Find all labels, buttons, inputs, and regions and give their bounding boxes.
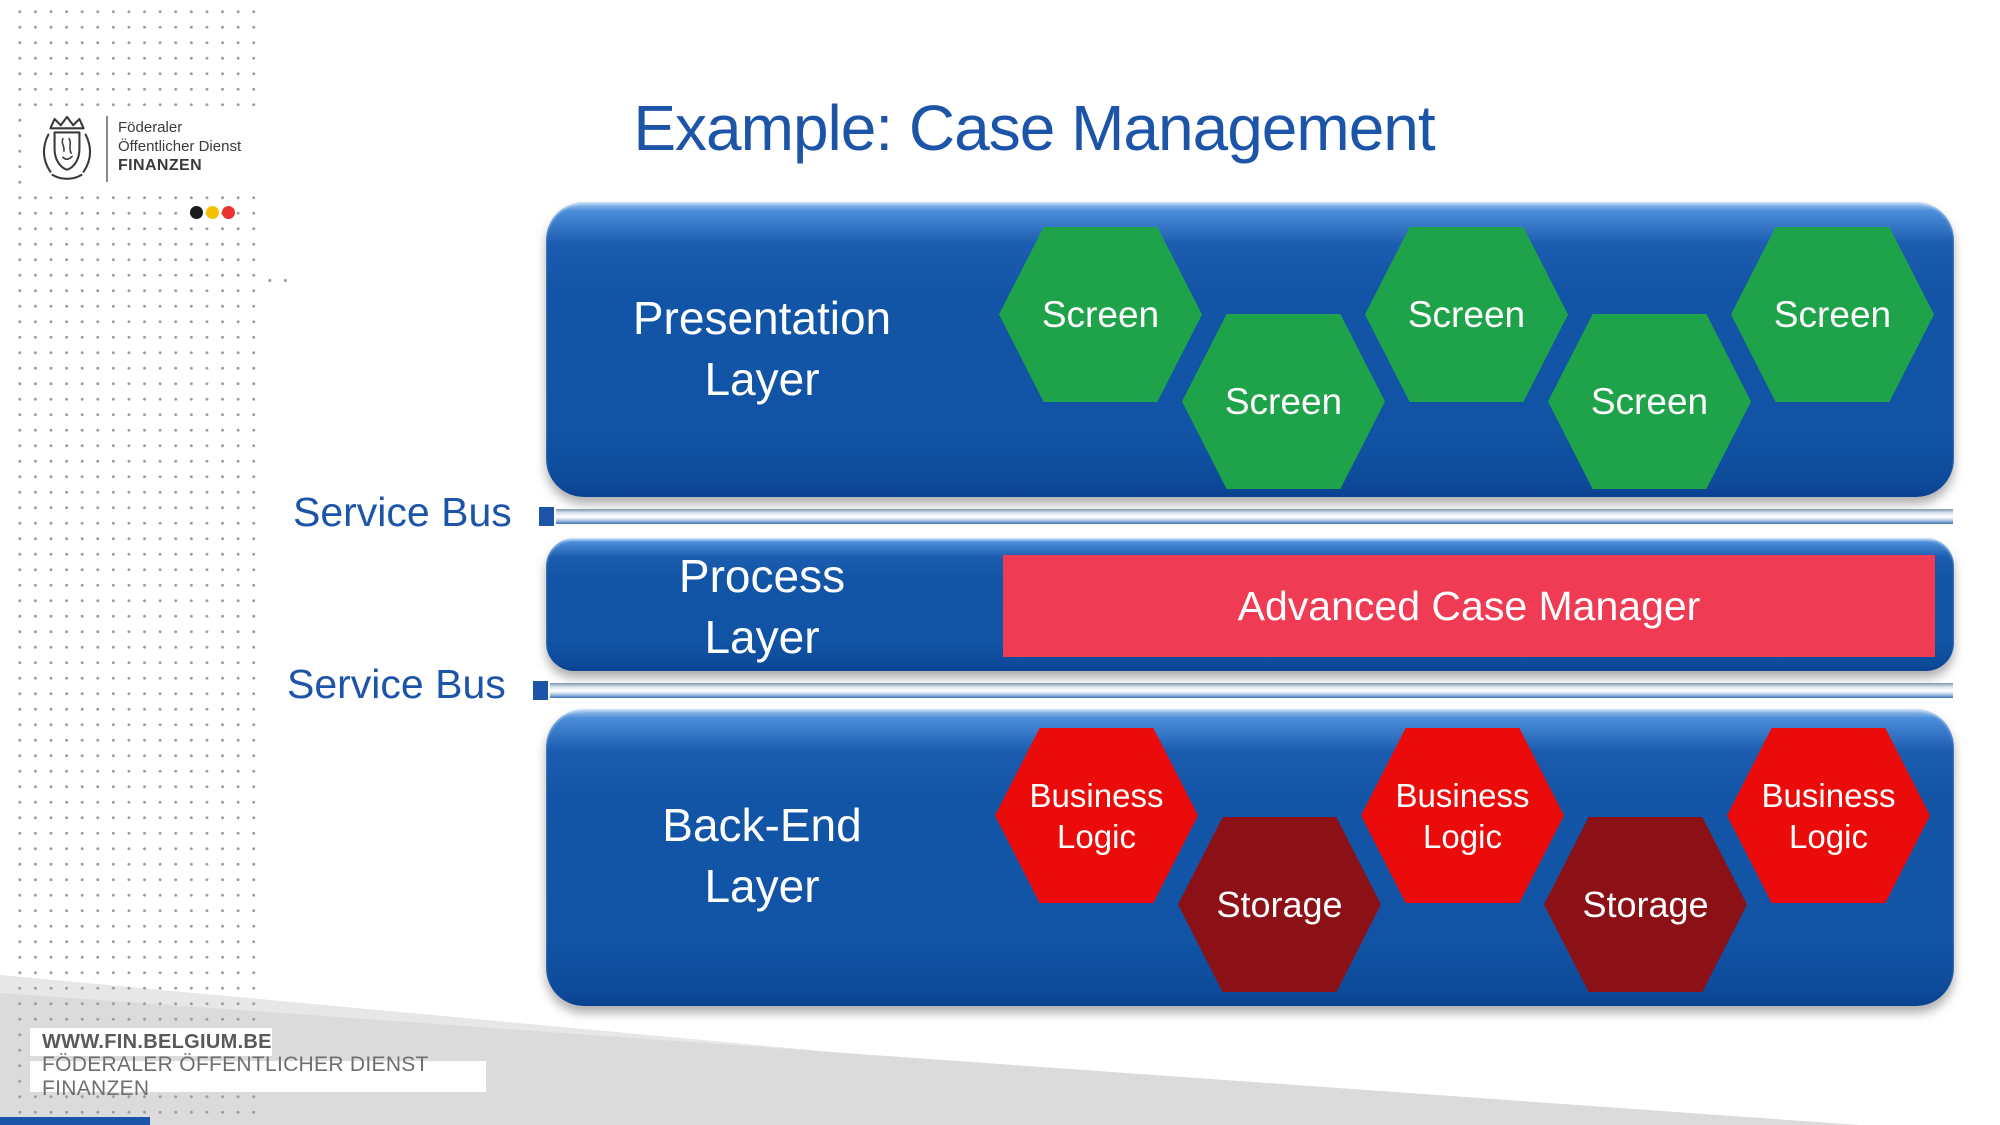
service-bus-lower-stub [533, 681, 548, 700]
hexagon-label: Screen [1041, 293, 1160, 335]
process-layer-label-line2: Layer [704, 611, 820, 663]
logo-text-line3: FINANZEN [118, 157, 203, 174]
hexagon-storage: Storage [1178, 817, 1381, 992]
footer-website: WWW.FIN.BELGIUM.BE [30, 1028, 272, 1056]
hexagon-business-logic: Business Logic [995, 728, 1198, 903]
advanced-case-manager-label: Advanced Case Manager [1237, 582, 1701, 629]
belgian-flag-dot-red [222, 206, 235, 219]
process-layer-label-line1: Process [678, 550, 846, 602]
hexagon-label: Screen [1590, 380, 1709, 422]
bottom-left-accent-bar [0, 1117, 150, 1125]
hexagon-label: Storage [1216, 883, 1343, 925]
belgian-flag-dot-yellow [206, 206, 219, 219]
hexagon-label: Screen [1407, 293, 1526, 335]
hexagon-label: Business Logic [1395, 776, 1530, 855]
fod-finanzen-logo: Föderaler Öffentlicher Dienst FINANZEN [30, 106, 266, 192]
logo-text-line2: Öffentlicher Dienst [118, 138, 242, 155]
slide-title: Example: Case Management [633, 92, 1435, 164]
presentation-layer-label: Presentation Layer [546, 288, 978, 410]
hexagon-label: Business Logic [1761, 776, 1896, 855]
hexagon-screen: Screen [1365, 227, 1568, 402]
hexagon-label: Business Logic [1029, 776, 1164, 855]
hexagon-label: Storage [1582, 883, 1709, 925]
footer-organization: FÖDERALER ÖFFENTLICHER DIENST FINANZEN [30, 1053, 486, 1100]
service-bus-lower-label: Service Bus [287, 661, 506, 707]
hexagon-screen: Screen [999, 227, 1202, 402]
presentation-layer-label-line1: Presentation [632, 292, 892, 344]
service-bus-upper-bar [556, 509, 1953, 524]
presentation-layer-label-line2: Layer [704, 353, 820, 405]
advanced-case-manager-box: Advanced Case Manager [1003, 555, 1935, 657]
service-bus-upper-stub [539, 507, 554, 526]
hexagon-storage: Storage [1544, 817, 1747, 992]
hexagon-label: Screen [1773, 293, 1892, 335]
backend-layer-label-line1: Back-End [662, 799, 862, 851]
hexagon-business-logic: Business Logic [1361, 728, 1564, 903]
logo-text-line1: Föderaler [118, 119, 183, 136]
dot-pattern-extension [258, 268, 298, 284]
backend-layer-label-line2: Layer [704, 860, 820, 912]
belgian-flag-dot-black [190, 206, 203, 219]
service-bus-lower-bar [550, 683, 1953, 698]
process-layer-label: Process Layer [546, 546, 978, 668]
logo-divider [106, 116, 108, 182]
backend-layer-label: Back-End Layer [546, 795, 978, 917]
hexagon-screen: Screen [1548, 314, 1751, 489]
belgian-coat-of-arms-icon [42, 115, 92, 180]
hexagon-label: Screen [1224, 380, 1343, 422]
hexagon-screen: Screen [1731, 227, 1934, 402]
hexagon-screen: Screen [1182, 314, 1385, 489]
service-bus-upper-label: Service Bus [293, 489, 512, 535]
hexagon-business-logic: Business Logic [1727, 728, 1930, 903]
